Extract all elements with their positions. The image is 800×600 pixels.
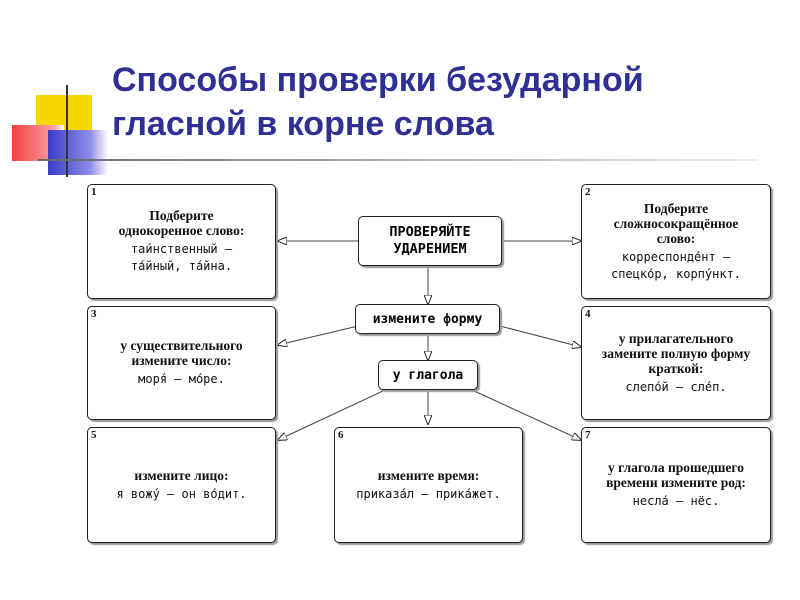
verb-node: у глагола xyxy=(378,360,478,390)
stress-line-2: УДАРЕНИЕМ xyxy=(393,241,467,257)
box-number: 3 xyxy=(91,308,97,320)
arrow-to-box-5 xyxy=(278,389,386,440)
box-number: 7 xyxy=(585,429,591,441)
rule-text: у прилагательного замените полную форму … xyxy=(601,330,751,376)
rule-box-2: 2 Подберите сложносокращённое слово: кор… xyxy=(581,184,771,299)
rule-text: у глагола прошедшего времени измените ро… xyxy=(606,460,746,490)
title-line-1: Способы проверки безударной xyxy=(112,61,644,99)
rule-box-4: 4 у прилагательного замените полную форм… xyxy=(581,306,771,420)
box-number: 2 xyxy=(585,186,591,198)
rule-box-6: 6 измените время: приказа́л – прика́жет. xyxy=(334,427,523,543)
rule-text: измените лицо: xyxy=(134,467,229,483)
box-number: 4 xyxy=(585,308,591,320)
change-form-node: измените форму xyxy=(355,304,500,334)
decor-blue-square xyxy=(48,130,108,175)
change-form-label: измените форму xyxy=(372,311,483,327)
decor-vertical-line xyxy=(66,85,68,177)
box-number: 1 xyxy=(91,186,97,198)
rule-box-1: 1 Подберите однокоренное слово: таи́нств… xyxy=(87,184,276,299)
stress-line-1: ПРОВЕРЯЙТЕ xyxy=(389,224,471,240)
box-number: 5 xyxy=(91,429,97,441)
example-text: я вожу́ – он во́дит. xyxy=(116,486,247,501)
verb-label: у глагола xyxy=(392,367,464,383)
box-number: 6 xyxy=(338,429,344,441)
stress-check-node: ПРОВЕРЯЙТЕ УДАРЕНИЕМ xyxy=(358,216,502,266)
rule-text: измените время: xyxy=(377,467,480,483)
rule-text: Подберите сложносокращённое слово: xyxy=(613,200,739,246)
rule-box-7: 7 у глагола прошедшего времени измените … xyxy=(581,427,771,543)
arrow-to-box-7 xyxy=(471,389,581,440)
rule-box-3: 3 у существительного измените число: мор… xyxy=(87,306,276,420)
rule-text: Подберите однокоренное слово: xyxy=(118,208,245,238)
rule-box-5: 5 измените лицо: я вожу́ – он во́дит. xyxy=(87,427,276,543)
slide-title: Способы проверки безударной гласной в ко… xyxy=(112,58,792,146)
example-text: корреспонде́нт – спецко́р, корпу́нкт. xyxy=(610,249,742,281)
example-text: приказа́л – прика́жет. xyxy=(356,486,501,501)
example-text: таи́нственный – та́йный, та́йна. xyxy=(130,242,233,273)
title-line-2: гласной в корне слова xyxy=(112,105,494,143)
arrow-to-box-4 xyxy=(499,325,581,347)
decor-horizontal-line xyxy=(38,159,758,161)
arrow-to-box-3 xyxy=(278,325,359,345)
example-text: слепо́й – сле́п. xyxy=(625,379,727,394)
example-text: несла́ – нёс. xyxy=(632,494,720,508)
rule-text: у существительного измените число: xyxy=(120,338,243,368)
example-text: моря́ – мо́ре. xyxy=(138,372,225,386)
